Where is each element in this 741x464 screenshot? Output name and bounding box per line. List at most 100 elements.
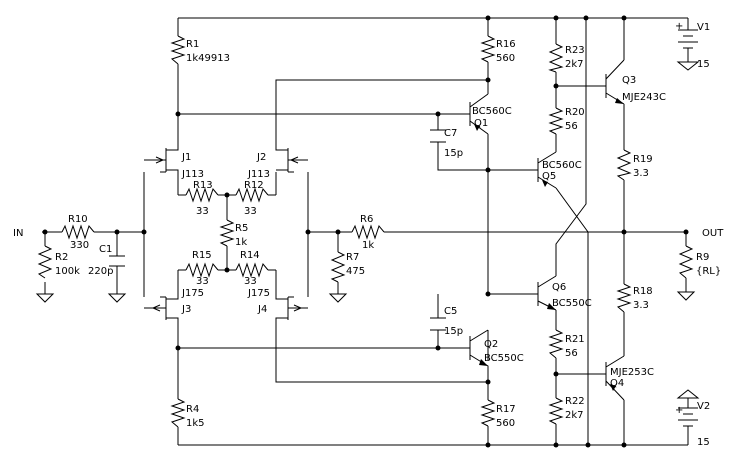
value-r14: 33 (244, 276, 257, 287)
ref-r22: R22 (565, 396, 585, 407)
ref-q4: Q4 (610, 378, 624, 389)
ref-r10: R10 (68, 214, 88, 225)
emitter-arrow (615, 98, 624, 104)
resistor-r18 (616, 283, 632, 313)
jfet-j4 (275, 296, 308, 320)
ref-q1: Q1 (474, 118, 488, 129)
ground-symbol (328, 293, 348, 303)
bjt-q4 (600, 355, 625, 401)
resistor-r17 (480, 399, 496, 427)
resistor-r21 (548, 329, 564, 359)
value-j3: J175 (181, 288, 204, 299)
value-r2: 100k (55, 266, 80, 277)
ref-j4: J4 (257, 304, 267, 315)
value-r12: 33 (244, 206, 257, 217)
value-q1: BC560C (472, 106, 512, 117)
plus-sign: + (675, 405, 683, 416)
value-r6: 1k (362, 240, 374, 251)
value-j4: J175 (247, 288, 270, 299)
ground-symbol (676, 389, 700, 399)
ref-c1: C1 (99, 244, 112, 255)
resistor-r13 (185, 187, 219, 203)
bjt-q5 (530, 151, 557, 189)
value-r23: 2k7 (565, 59, 584, 70)
capacitor-c1 (109, 255, 125, 267)
ref-r5: R5 (235, 223, 248, 234)
resistor-r6 (351, 224, 385, 240)
ground-symbol (676, 61, 700, 71)
resistor-r12 (235, 187, 269, 203)
value-q6: BC550C (552, 298, 592, 309)
emitter-arrow (547, 303, 556, 310)
ref-r1: R1 (186, 39, 199, 50)
emitter-arrow (474, 124, 480, 131)
ref-r15: R15 (192, 250, 212, 261)
emitter-arrow (479, 359, 488, 366)
value-q4: MJE253C (610, 367, 654, 378)
resistor-r23 (548, 43, 564, 73)
jfet-j2 (275, 145, 308, 173)
bjt-q6 (530, 275, 557, 311)
bjts (462, 59, 625, 401)
plus-sign: + (675, 21, 683, 32)
ref-q5: Q5 (542, 171, 556, 182)
value-q2: BC550C (484, 353, 524, 364)
ref-j2: J2 (256, 152, 266, 163)
ref-j1: J1 (181, 152, 191, 163)
value-r18: 3.3 (633, 300, 649, 311)
jfet-j1 (144, 145, 179, 173)
ref-r6: R6 (360, 214, 373, 225)
resistor-r15 (185, 262, 219, 278)
ref-r13: R13 (193, 180, 213, 191)
jfet-j3 (144, 296, 179, 320)
capacitors (109, 129, 446, 331)
ref-q3: Q3 (622, 75, 636, 86)
value-r21: 56 (565, 348, 578, 359)
resistor-r9 (678, 245, 694, 279)
value-j1: J113 (181, 169, 204, 180)
ground-symbol (107, 293, 127, 303)
ref-c5: C5 (444, 306, 457, 317)
ref-r9: R9 (696, 252, 709, 263)
value-r10: 330 (70, 240, 89, 251)
gate-arrow (155, 156, 165, 164)
grounds (35, 61, 700, 399)
value-r1: 1k49913 (186, 53, 230, 64)
value-r9: {RL} (696, 266, 721, 277)
value-v1: 15 (697, 59, 710, 70)
ref-j3: J3 (181, 304, 191, 315)
ref-r14: R14 (240, 250, 260, 261)
ref-r7: R7 (346, 252, 359, 263)
ref-r18: R18 (633, 286, 653, 297)
ref-r20: R20 (565, 107, 585, 118)
value-r5: 1k (235, 237, 247, 248)
ref-r16: R16 (496, 39, 516, 50)
battery-v2 (678, 407, 698, 427)
ref-q2: Q2 (484, 339, 498, 350)
bjt-q2 (462, 329, 489, 382)
ref-r17: R17 (496, 404, 516, 415)
resistor-r14 (235, 262, 269, 278)
value-r16: 560 (496, 53, 515, 64)
value-r17: 560 (496, 418, 515, 429)
value-c1: 220p (88, 266, 113, 277)
net-label-out: OUT (702, 228, 724, 239)
gate-arrow (289, 156, 299, 164)
resistor-r7 (330, 251, 346, 283)
capacitor-c5 (430, 317, 446, 331)
ref-q6: Q6 (552, 282, 566, 293)
resistor-r22 (548, 397, 564, 425)
value-r19: 3.3 (633, 168, 649, 179)
ref-r2: R2 (55, 252, 68, 263)
junctions (42, 15, 689, 448)
value-c7: 15p (444, 148, 463, 159)
battery-v1 (678, 29, 698, 52)
emitter-arrow (542, 180, 548, 187)
value-r13: 33 (196, 206, 209, 217)
ref-c7: C7 (444, 128, 457, 139)
ref-v1: V1 (697, 22, 710, 33)
resistor-r10 (61, 224, 95, 240)
value-v2: 15 (697, 437, 710, 448)
bjt-q3 (600, 59, 625, 105)
